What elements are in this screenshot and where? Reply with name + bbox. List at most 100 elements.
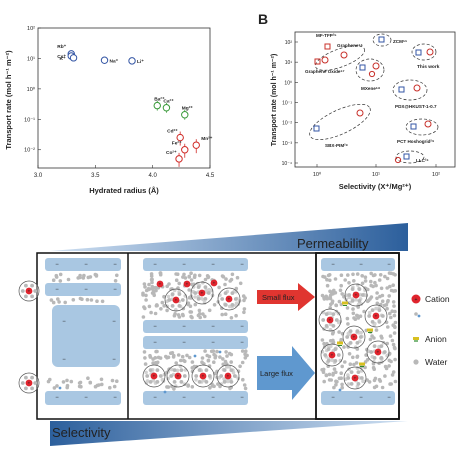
water-molecule: [197, 273, 202, 278]
water-molecule: [343, 278, 348, 282]
water-molecule: [194, 378, 198, 382]
water-molecule: [391, 283, 396, 288]
water-molecule: [212, 384, 216, 389]
membrane-layer: [143, 391, 248, 405]
marker-mxene-circle: [372, 62, 380, 70]
water-molecule: [374, 306, 378, 311]
diagram-legend: + Cation Anion Water: [411, 294, 450, 367]
water-molecule: [165, 385, 169, 389]
water-molecule: [177, 315, 182, 319]
water-molecule: [393, 273, 397, 277]
water-molecule: [389, 315, 393, 320]
water-molecule: [48, 377, 52, 382]
membrane-layer: [45, 258, 121, 271]
water-molecule: [225, 354, 229, 358]
shell-water: [172, 380, 177, 384]
water-molecule: [369, 283, 374, 288]
water-molecule: [368, 337, 373, 342]
shell-water: [326, 359, 331, 363]
water-molecule: [160, 300, 165, 305]
anion-minus: −: [153, 340, 157, 346]
water-molecule: [192, 275, 197, 280]
cation: [199, 372, 207, 380]
panel-b-frame: [294, 31, 456, 168]
anion-minus: −: [211, 340, 215, 346]
water-molecule: [160, 377, 165, 382]
water-molecule: [175, 272, 180, 277]
cation: [174, 372, 182, 380]
cation-charge: +: [377, 350, 380, 355]
shell-water: [203, 285, 208, 289]
water-molecule: [153, 311, 158, 316]
label-mf: MF-TFP²⁵: [316, 33, 337, 38]
anion-minus: −: [359, 395, 363, 401]
water-molecule: [206, 358, 211, 363]
panel-b-ytick-label: 10⁻⁴: [282, 161, 292, 167]
shell-water: [350, 299, 355, 303]
water-molecule: [241, 294, 246, 298]
water-molecule: [115, 379, 119, 384]
marker-mxene-square: [359, 64, 366, 71]
water-molecule: [322, 341, 326, 346]
water-molecule: [79, 384, 83, 389]
label-mxene: MXene⁵⁸: [361, 86, 380, 91]
shell-water: [196, 297, 201, 301]
anion-minus: −: [387, 395, 391, 401]
water-molecule: [393, 379, 398, 384]
water-molecule: [334, 383, 338, 387]
water-molecule: [374, 283, 378, 288]
anion-minus: −: [113, 287, 117, 293]
shell-water: [360, 293, 365, 297]
water-molecule: [220, 306, 224, 311]
water-molecule: [242, 383, 247, 387]
shell-water: [345, 335, 350, 339]
water-molecule: [49, 298, 54, 302]
water-molecule: [180, 354, 185, 359]
panel-a-xtick-label: 3.5: [91, 173, 100, 179]
shell-water: [155, 368, 160, 372]
water-molecule: [201, 312, 205, 316]
water-molecule: [388, 334, 393, 338]
shell-water: [24, 294, 28, 299]
water-molecule: [346, 322, 350, 326]
shell-water: [369, 350, 374, 354]
water-molecule: [218, 384, 222, 389]
legend-cation-label: Cation: [425, 294, 450, 304]
water-molecule: [223, 312, 228, 317]
water-molecule: [393, 289, 398, 293]
shell-water: [233, 297, 238, 301]
cation: [372, 312, 380, 320]
anion-minus: −: [113, 262, 117, 268]
water-molecule: [110, 378, 115, 383]
shell-water: [182, 374, 187, 378]
shell-water: [349, 370, 354, 374]
water-molecule: [187, 355, 192, 360]
anion-minus: −: [62, 319, 66, 325]
anion-minus: −: [240, 395, 244, 401]
panel-a-point-label: Cd²⁺: [167, 129, 178, 135]
water-molecule: [346, 273, 350, 277]
anion-minus: −: [62, 357, 66, 363]
water-molecule: [187, 295, 192, 300]
anion-minus: −: [112, 319, 116, 325]
panel-a-ytick-label: 10²: [27, 26, 35, 32]
shell-water: [220, 297, 225, 301]
water-molecule: [54, 275, 59, 279]
shell-water: [331, 324, 336, 328]
panel-a-point-label: K⁺: [60, 56, 66, 62]
water-molecule: [365, 378, 370, 382]
anion-minus: −: [240, 324, 244, 330]
water-molecule: [208, 386, 212, 390]
marker-this-work-circle: [426, 48, 434, 56]
label-pct: PCT Hoshogrid²⁹: [397, 139, 434, 144]
water-molecule: [355, 313, 359, 318]
water-molecule: [179, 358, 183, 363]
anion-minus: −: [182, 262, 186, 268]
shell-water: [177, 304, 182, 308]
water-molecule: [51, 278, 56, 283]
water-molecule: [345, 316, 350, 321]
water-molecule: [369, 271, 374, 276]
frame-3: [315, 252, 400, 420]
marker-llc-square: [403, 153, 410, 160]
